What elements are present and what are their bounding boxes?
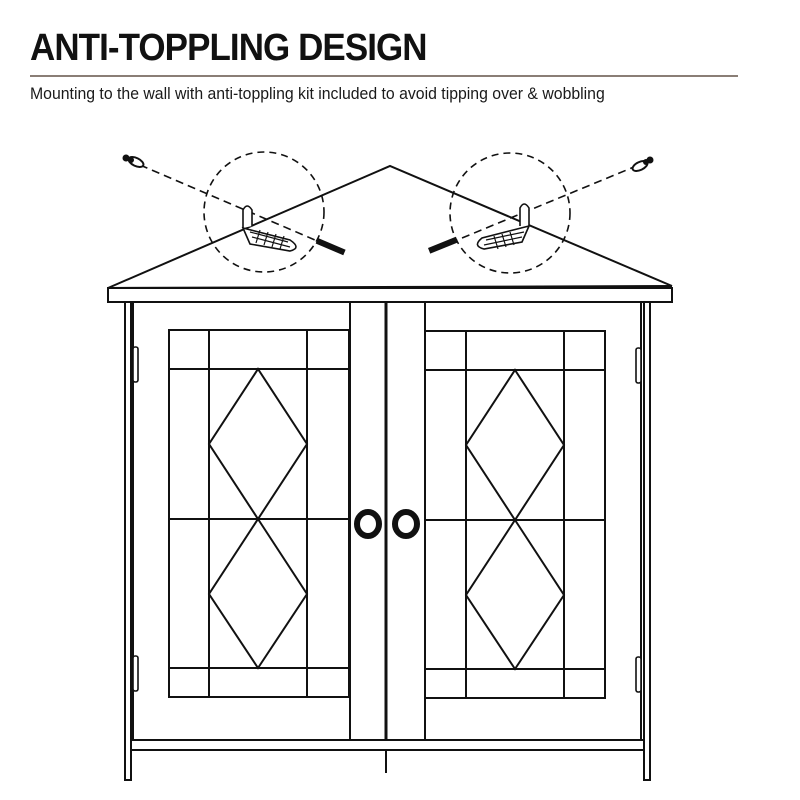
left-door-knob-icon[interactable]: [354, 509, 382, 539]
left-door[interactable]: [133, 302, 388, 741]
right-door-knob-icon[interactable]: [392, 509, 420, 539]
right-bracket-detail: [428, 152, 654, 274]
page-title: ANTI-TOPPLING DESIGN: [30, 27, 428, 69]
cabinet-top: [107, 164, 673, 303]
right-hinges: [635, 347, 642, 693]
right-bracket-icon: [476, 203, 531, 250]
right-door[interactable]: [386, 302, 641, 741]
title-divider: [30, 75, 738, 77]
left-hinges: [132, 346, 139, 692]
left-wall-screw-icon: [122, 154, 346, 256]
right-wall-screw-icon: [428, 156, 654, 254]
left-bracket-icon: [241, 205, 297, 252]
subtitle: Mounting to the wall with anti-toppling …: [30, 84, 605, 103]
bottom-rail: [130, 739, 645, 773]
left-bracket-detail: [122, 151, 346, 273]
